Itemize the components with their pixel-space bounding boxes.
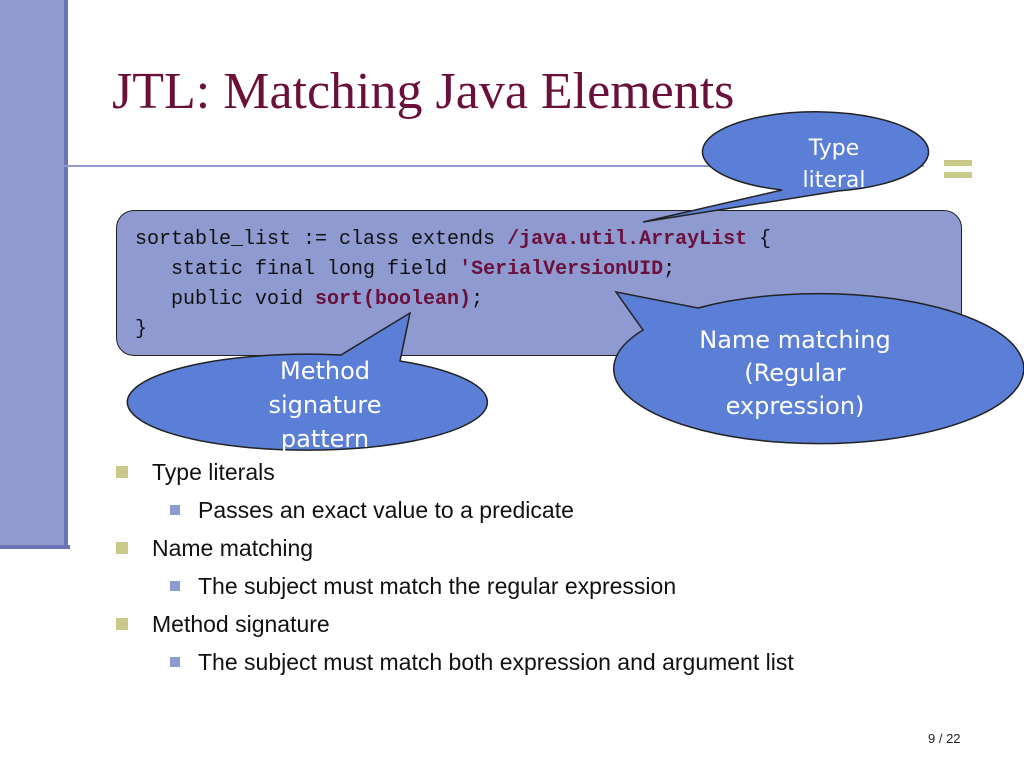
sub-bullet-item: The subject must match the regular expre… <box>162 572 794 610</box>
decor-bar-top <box>944 160 972 166</box>
title-divider <box>44 165 924 167</box>
code-line-1: sortable_list := class extends /java.uti… <box>135 228 772 251</box>
name-matching-callout-text: Name matching (Regular expression) <box>699 326 891 420</box>
bullet-item: Method signature <box>116 610 794 648</box>
sub-bullet-item: Passes an exact value to a predicate <box>162 496 794 534</box>
sub-bullet-item: The subject must match both expression a… <box>162 648 794 686</box>
type-literal-callout-text: Type literal <box>802 136 866 193</box>
name-matching-callout-shape <box>613 290 1024 445</box>
code-block: sortable_list := class extends /java.uti… <box>135 225 771 345</box>
name-pattern-code: 'SerialVersionUID <box>459 258 664 281</box>
decor-bar-bottom <box>944 172 972 178</box>
code-line-4: } <box>135 318 148 341</box>
page-number: 9 / 22 <box>928 731 961 746</box>
method-signature-code: sort(boolean) <box>315 288 472 311</box>
method-signature-callout-shape <box>126 311 489 451</box>
bullet-item: Name matching <box>116 534 794 572</box>
type-literal-code: /java.util.ArrayList <box>507 228 748 251</box>
left-accent-bar <box>0 0 68 548</box>
code-line-2: static final long field 'SerialVersionUI… <box>135 258 676 281</box>
method-signature-callout-text: Method signature pattern <box>268 357 382 453</box>
slide-title: JTL: Matching Java Elements <box>112 63 735 120</box>
type-literal-callout-shape <box>642 111 930 223</box>
code-line-3: public void sort(boolean); <box>135 288 484 311</box>
bullet-list: Type literals Passes an exact value to a… <box>116 458 794 686</box>
left-accent-bar-base <box>0 545 70 549</box>
bullet-item: Type literals <box>116 458 794 496</box>
